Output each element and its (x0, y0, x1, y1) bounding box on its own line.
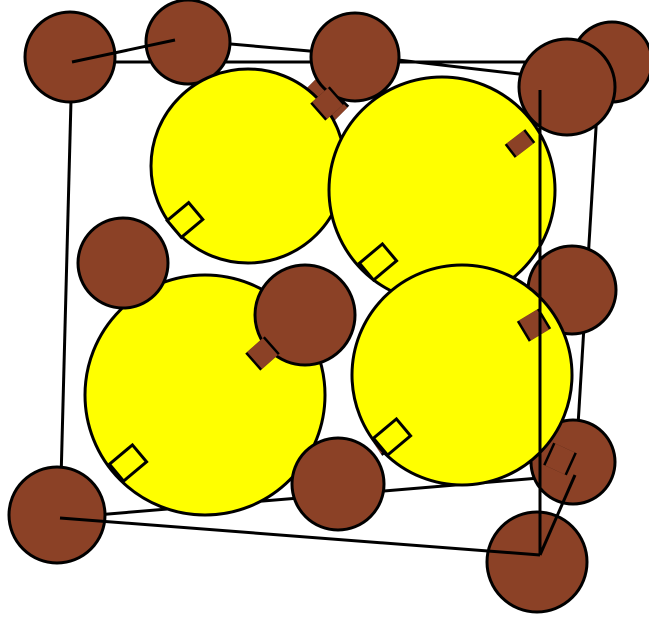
bond (555, 448, 565, 470)
cation-atom (292, 438, 384, 530)
bond (515, 137, 525, 150)
bond (320, 95, 335, 112)
cation-atom (78, 218, 168, 308)
bond (255, 345, 270, 362)
unit-cell-edge (60, 62, 72, 518)
cation-atom (487, 512, 587, 612)
bond (528, 315, 540, 335)
unit-cell-edge (60, 518, 540, 555)
cation-atom (9, 467, 105, 563)
cation-atom (519, 39, 615, 135)
cation-atom (311, 13, 399, 101)
